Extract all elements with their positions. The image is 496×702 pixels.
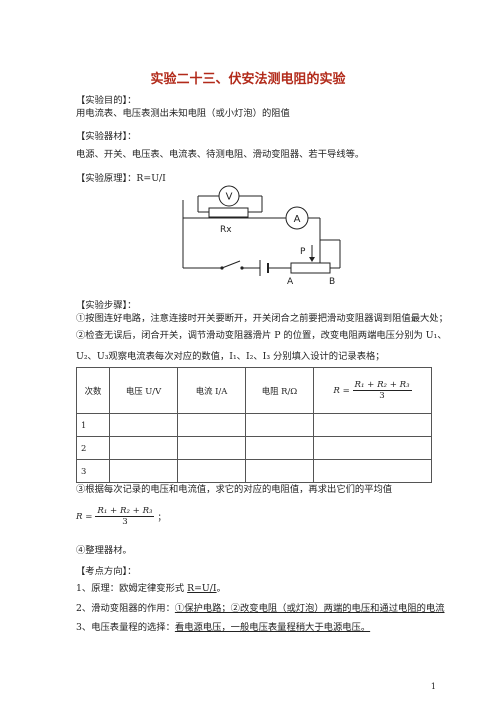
voltmeter-icon [218, 185, 240, 207]
principle: 【实验原理】：R=U/I [76, 173, 166, 184]
header-average: R = R₁ + R₂ + R₃ 3 [313, 367, 432, 414]
formula-tail: ； [157, 512, 167, 523]
page-number: 1 [430, 682, 436, 691]
formula-fraction: R₁ + R₂ + R₃ 3 [95, 506, 155, 527]
purpose-header: 【实验目的】： [76, 95, 137, 106]
header-current: 电流 I/A [177, 367, 246, 414]
avg-numerator: R₁ + R₂ + R₃ [352, 380, 412, 391]
avg-fraction: R₁ + R₂ + R₃ 3 [352, 380, 412, 401]
slider-label: P [300, 247, 306, 257]
avg-lhs: R = [333, 386, 350, 396]
focus-header: 【考点方向】： [76, 566, 137, 577]
materials-header: 【实验器材】： [76, 131, 137, 142]
step-2b: U₂、U₃观察电流表每次对应的数值，I₁、I₂、I₃ 分别填入设计的记录表格； [76, 351, 385, 362]
rheostat-end-a: A [287, 277, 294, 287]
table-row: 1 [76, 413, 432, 437]
focus-1-formula: R=U/I [187, 583, 217, 594]
step-4: ④整理器材。 [76, 545, 132, 556]
purpose-text: 用电流表、电压表测出未知电阻（或小灯泡）的阻值 [76, 108, 290, 119]
focus-1-suffix: 。 [216, 583, 226, 594]
steps-header: 【实验步骤】： [76, 300, 137, 311]
ammeter-label: A [294, 214, 301, 225]
materials-text: 电源、开关、电压表、电流表、待测电阻、滑动变阻器、若干导线等。 [76, 149, 365, 160]
header-resistance: 电阻 R/Ω [245, 367, 314, 414]
row-index: 3 [76, 459, 110, 483]
row-index: 1 [76, 413, 110, 437]
record-table: 次数 电压 U/V 电流 I/A 电阻 R/Ω R = R₁ + R₂ + R₃… [76, 367, 432, 483]
step-1: ①按图连好电路，注意连接时开关要断开，开关闭合之前要把滑动变阻器调到阻值最大处； [76, 313, 448, 324]
focus-3: 3、电压表量程的选择：看电源电压，一般电压表量程稍大于电源电压。 [76, 622, 370, 634]
slider-arrow-icon [309, 257, 315, 262]
row-index: 2 [76, 436, 110, 460]
table-header-row: 次数 电压 U/V 电流 I/A 电阻 R/Ω R = R₁ + R₂ + R₃… [76, 367, 432, 414]
resistor-icon [208, 207, 249, 218]
formula-lhs: R = [76, 511, 93, 522]
focus-3-underlined: 看电源电压，一般电压表量程稍大于电源电压。 [174, 622, 371, 633]
switch-contact-icon [240, 266, 244, 270]
page-title: 实验二十三、伏安法测电阻的实验 [150, 72, 346, 87]
focus-2-prefix: 2、滑动变阻器的作用： [76, 603, 175, 614]
voltmeter-label: V [226, 192, 233, 203]
formula-numerator: R₁ + R₂ + R₃ [95, 506, 155, 517]
focus-1: 1、原理：欧姆定律变形式 R=U/I。 [76, 583, 226, 595]
focus-2-underlined: ①保护电路；②改变电阻（或灯泡）两端的电压和通过电阻的电流 [174, 603, 445, 614]
focus-3-prefix: 3、电压表量程的选择： [76, 622, 175, 633]
switch-icon [221, 260, 241, 269]
step-2a: ②检查无误后，闭合开关，调节滑动变阻器滑片 P 的位置，改变电阻两端电压分别为 … [76, 330, 447, 341]
table-row: 3 [76, 459, 432, 483]
avg-denominator: 3 [379, 391, 385, 401]
focus-1-prefix: 1、原理：欧姆定律变形式 [76, 583, 188, 594]
header-voltage: 电压 U/V [109, 367, 178, 414]
header-count: 次数 [76, 367, 110, 414]
ammeter-icon [285, 206, 309, 230]
rheostat-icon [290, 262, 331, 274]
rheostat-end-b: B [329, 277, 335, 287]
table-row: 2 [76, 436, 432, 460]
step-3: ③根据每次记录的电压和电流值，求它的对应的电阻值，再求出它们的平均值 [76, 484, 393, 495]
focus-2: 2、滑动变阻器的作用：①保护电路；②改变电阻（或灯泡）两端的电压和通过电阻的电流 [76, 603, 445, 615]
step-3-formula: R = R₁ + R₂ + R₃ 3 ； [76, 506, 166, 527]
formula-denominator: 3 [122, 517, 128, 527]
resistor-label: Rx [220, 225, 232, 235]
